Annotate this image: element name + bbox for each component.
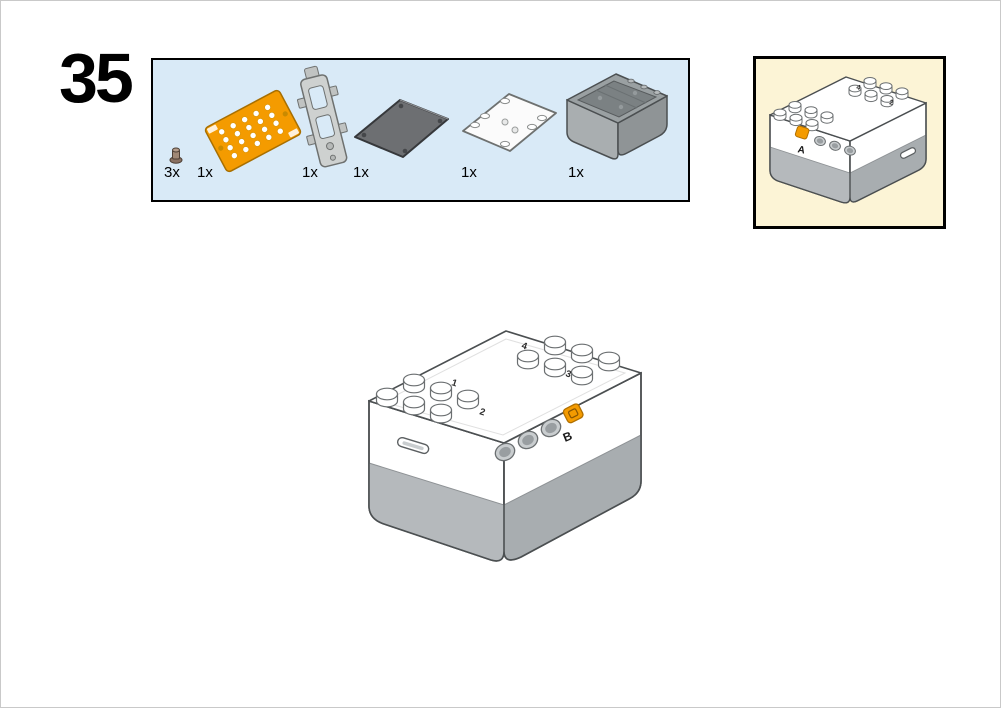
hub-port-icon bbox=[829, 140, 841, 151]
step-number: 35 bbox=[59, 39, 134, 117]
hub-port-icon bbox=[494, 442, 516, 462]
port-label-3: 3 bbox=[564, 368, 572, 380]
inset-hub-illustration: 4 2 A bbox=[769, 76, 927, 204]
usb-slot-icon bbox=[899, 147, 917, 159]
parts-callout-box: 3x 1x 1x 1x 1x 1x bbox=[151, 58, 690, 202]
parts-illustrations bbox=[169, 65, 668, 173]
contact-pads bbox=[218, 104, 284, 159]
port-label-1: 1 bbox=[450, 377, 459, 389]
part-quantity: 3x bbox=[164, 164, 180, 181]
stud-plate-icon bbox=[462, 93, 557, 152]
part-quantity: 1x bbox=[353, 164, 369, 181]
hub-port-icon bbox=[540, 418, 562, 438]
hub-housing-icon bbox=[566, 73, 668, 160]
assembly-preview-box: 4 2 A bbox=[753, 56, 946, 229]
connector-pin-icon bbox=[169, 147, 183, 164]
plate-studs bbox=[470, 97, 547, 148]
part-quantity: 1x bbox=[568, 164, 584, 181]
main-hub-illustration: 1 2 4 3 B bbox=[368, 330, 642, 562]
part-quantity: 1x bbox=[461, 164, 477, 181]
port-label-4: 4 bbox=[855, 84, 861, 92]
battery-frame-icon bbox=[297, 65, 348, 168]
hub-button-icon bbox=[562, 403, 584, 424]
port-label-2: 2 bbox=[478, 406, 486, 418]
part-quantity: 1x bbox=[197, 164, 213, 181]
port-label-4: 4 bbox=[520, 340, 529, 352]
port-label-2: 2 bbox=[888, 99, 894, 107]
base-plate-icon bbox=[354, 99, 449, 158]
hub-port-icon bbox=[844, 145, 856, 156]
hub-button-icon bbox=[794, 125, 810, 140]
marker-a-label: A bbox=[797, 144, 806, 156]
usb-slot-icon bbox=[396, 436, 430, 455]
hub-port-icon bbox=[517, 430, 539, 450]
part-quantity: 1x bbox=[302, 164, 318, 181]
hub-port-icon bbox=[814, 135, 826, 147]
orange-contact-plate-icon bbox=[204, 89, 302, 173]
